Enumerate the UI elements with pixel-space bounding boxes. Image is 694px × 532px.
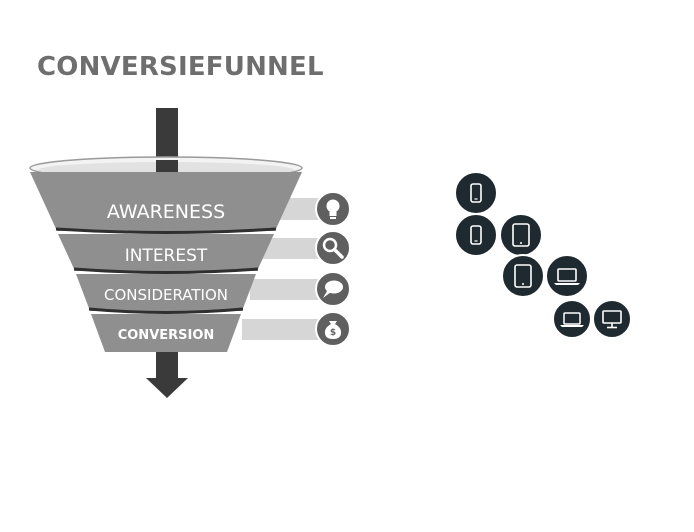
- tablet-icon: [501, 254, 545, 298]
- funnel-segment-interest: [58, 234, 274, 271]
- funnel-separator: [55, 227, 277, 234]
- funnel-arrow-shaft-inside: [156, 160, 178, 174]
- desktop-icon: [592, 299, 632, 339]
- connector-bar-interest: [256, 238, 330, 259]
- laptop-icon: [552, 299, 592, 339]
- funnel-body: [30, 172, 302, 352]
- speech-bubble-icon: [315, 271, 351, 307]
- stage-label-interest: INTEREST: [125, 246, 208, 266]
- funnel-separators: [55, 227, 277, 314]
- smartphone-icon: [454, 171, 498, 215]
- connector-bar-consideration: [250, 279, 330, 300]
- device-icons: [454, 171, 632, 339]
- magnifier-icon: [315, 230, 351, 266]
- tablet-icon: [499, 213, 543, 257]
- funnel-separator: [73, 267, 259, 274]
- smartphone-icon: [454, 213, 498, 257]
- funnel-arrow-bottom: [146, 352, 188, 398]
- funnel-segment-awareness: [30, 172, 302, 231]
- page-title: CONVERSIEFUNNEL: [37, 52, 324, 82]
- stage-label-consideration: CONSIDERATION: [104, 286, 228, 304]
- svg-text:$: $: [330, 328, 336, 338]
- stage-label-conversion: CONVERSION: [118, 328, 215, 343]
- stage-label-awareness: AWARENESS: [107, 201, 225, 223]
- connector-bar-conversion: [242, 319, 330, 340]
- laptop-icon: [545, 254, 589, 298]
- funnel-arrow-head: [146, 378, 188, 398]
- funnel-segment-conversion: [91, 314, 241, 352]
- funnel-separator: [88, 307, 244, 314]
- funnel-segment-consideration: [76, 274, 256, 311]
- lightbulb-icon: [315, 191, 351, 227]
- money-bag-icon: $: [315, 311, 351, 347]
- funnel-arrow-shaft-bottom: [156, 352, 178, 378]
